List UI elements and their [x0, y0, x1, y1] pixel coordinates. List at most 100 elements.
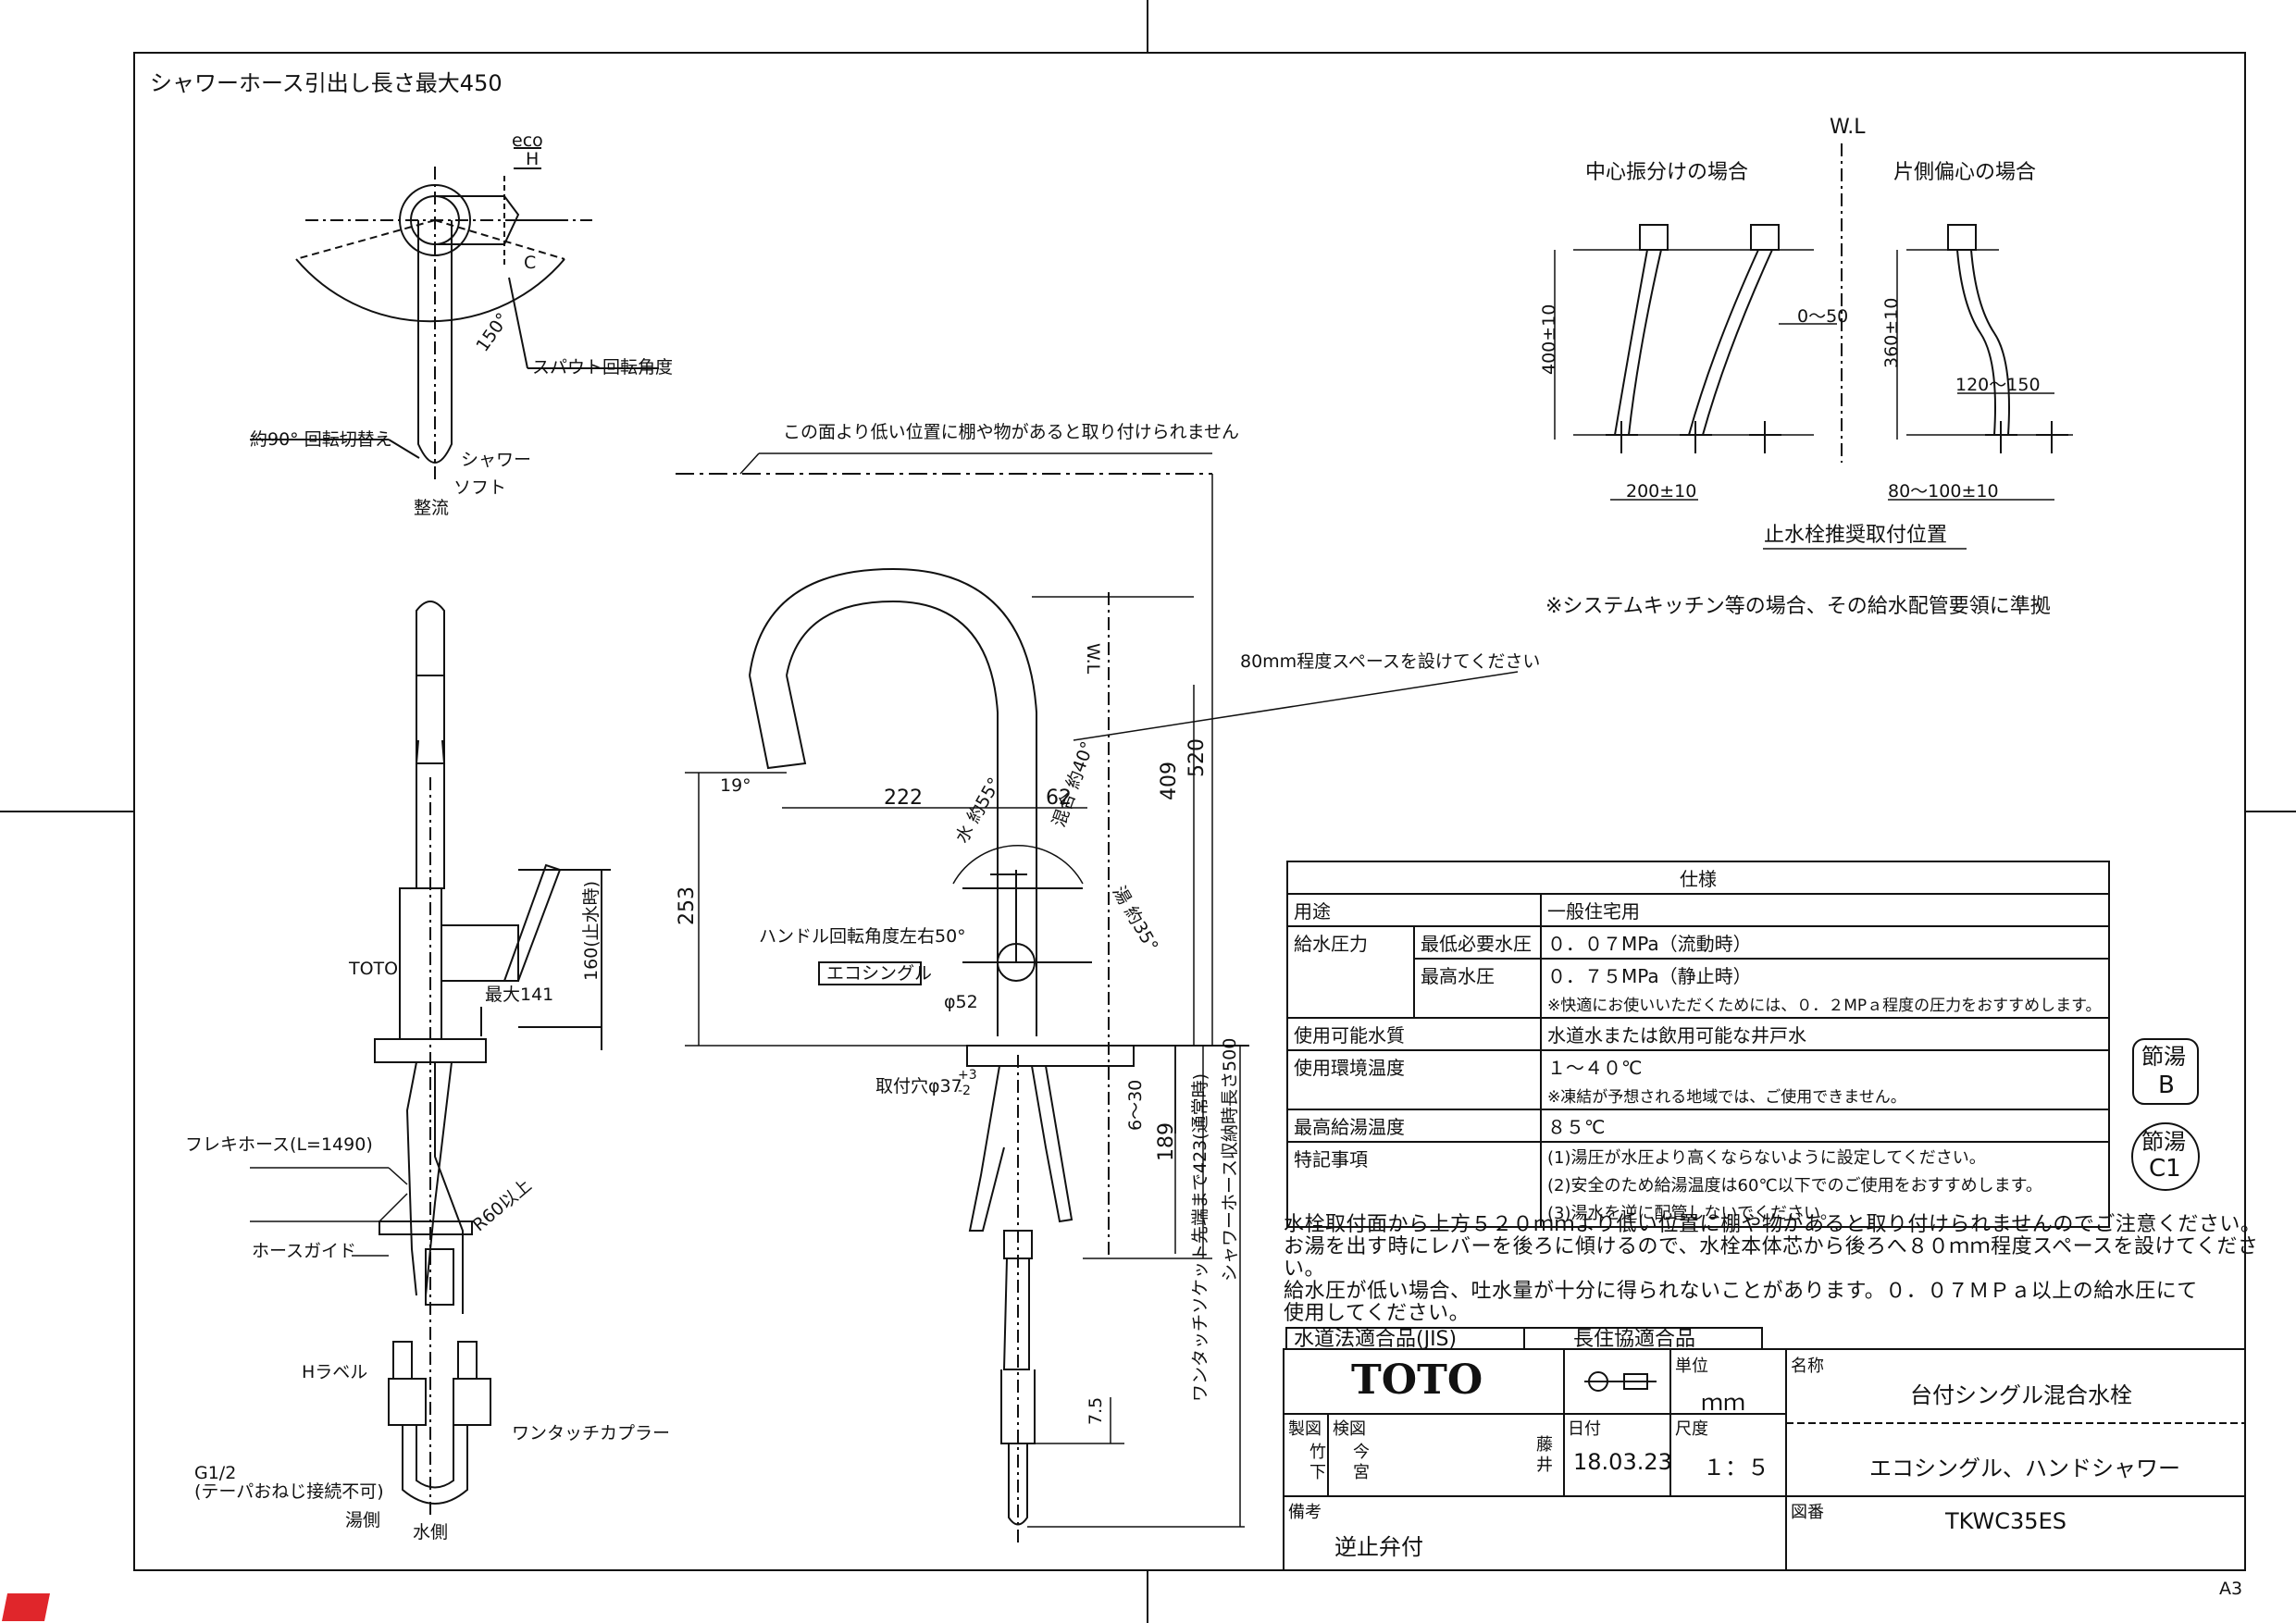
drawing-number: TKWC35ES	[1945, 1508, 2066, 1534]
hose-guide-label: ホースガイド	[252, 1241, 357, 1261]
toto-symbol-icon	[1584, 1371, 1657, 1392]
front-view	[250, 601, 611, 1518]
scale-value: １：５	[1703, 1455, 1769, 1481]
d189-label: 189	[1155, 1122, 1178, 1161]
spec-value: 一般住宅用	[1540, 893, 2110, 927]
hot-side-label: 湯側	[345, 1510, 381, 1530]
eco-label: eco	[512, 130, 543, 151]
storage-label: シャワーホース収納時長さ500	[1220, 1037, 1240, 1282]
wl-label-detail: W.L	[1830, 116, 1866, 139]
h360-label: 360±10	[1881, 297, 1902, 368]
checked-1: 今	[1353, 1443, 1370, 1462]
scale-label: 尺度	[1675, 1419, 1708, 1439]
plan-view	[250, 147, 659, 481]
h400-label: 400±10	[1539, 304, 1559, 375]
spec-label: 用途	[1286, 893, 1542, 927]
spec-table: 仕様 用途 一般住宅用 給水圧力 最低必要水圧 ０．０７MPa（流動時） 最高水…	[1286, 861, 2110, 1228]
install-caption: 止水栓推奨取付位置	[1764, 524, 1948, 547]
approved-2: 井	[1536, 1456, 1553, 1475]
soft-label: ソフト	[453, 477, 507, 498]
shelf-note: この面より低い位置に棚や物があると取り付けられません	[783, 422, 1240, 442]
d253-label: 253	[676, 886, 699, 925]
h160-label: 160(止水時)	[581, 880, 602, 981]
longlife-label: 長住協適合品	[1573, 1328, 1696, 1351]
handle-rotation-label: ハンドル回転角度左右50°	[759, 926, 966, 947]
install-note: ※システムキッチン等の場合、その給水配管要領に準拠	[1545, 595, 2051, 618]
spec-value: ８５℃	[1540, 1109, 2110, 1143]
d0-50-label: 0～50	[1797, 306, 1849, 327]
logo-mark	[2, 1593, 50, 1621]
product-subname: エコシングル、ハンドシャワー	[1869, 1456, 2180, 1481]
remarks-label: 備考	[1288, 1503, 1322, 1522]
side-view	[676, 452, 1519, 1545]
spec-label: 使用環境温度	[1286, 1049, 1542, 1110]
spec-label: 特記事項	[1286, 1141, 1542, 1228]
brand-logo: TOTO	[1351, 1357, 1483, 1404]
d62-label: 62	[1046, 787, 1072, 810]
c-label: C	[524, 253, 537, 273]
spec-sublabel: 最高水圧	[1413, 958, 1542, 1019]
spec-title: 仕様	[1286, 861, 2110, 895]
phi52-label: φ52	[944, 992, 978, 1012]
d6-30-label: 6～30	[1125, 1079, 1146, 1131]
d120-150-label: 120～150	[1955, 375, 2041, 395]
spec-line: (2)安全のため給湯温度は60℃以下でのご使用をおすすめします。	[1540, 1171, 2110, 1198]
spout-rotation-label: スパウト回転角度	[532, 357, 674, 378]
spec-value: １～４０℃	[1540, 1049, 2110, 1082]
h-label-tag: Hラベル	[302, 1362, 368, 1382]
spec-line: (3)湯水を逆に配管しないでください。	[1540, 1198, 2110, 1228]
date-label: 日付	[1568, 1419, 1601, 1439]
coupler-label: ワンタッチカプラー	[512, 1423, 671, 1443]
d409-label: 409	[1158, 762, 1181, 800]
water-side-label: 水側	[413, 1522, 449, 1542]
eco-single-box-frame	[818, 961, 922, 985]
d520-label: 520	[1185, 738, 1209, 777]
eco-single-box: エコシングル	[826, 963, 933, 984]
max141-label: 最大141	[485, 985, 554, 1005]
badge-b-top: 節湯	[2141, 1044, 2186, 1070]
jis-label: 水道法適合品(JIS)	[1294, 1328, 1458, 1351]
d222-label: 222	[884, 787, 923, 810]
spec-line: (1)湯圧が水圧より高くならないように設定してください。	[1540, 1141, 2110, 1171]
shower-label: シャワー	[461, 450, 532, 470]
checked-2: 宮	[1353, 1463, 1370, 1482]
badge-c1-top: 節湯	[2141, 1129, 2186, 1155]
mount-hole-label: 取付穴φ37	[875, 1076, 962, 1096]
badge-b-bottom: B	[2158, 1072, 2175, 1099]
install-notes: 水栓取付面から上方５２０ｍｍより低い位置に棚や物があると取り付けられませんのでご…	[1284, 1214, 2296, 1325]
title-block-lines	[1283, 1327, 2246, 1571]
taper-label: (テーパおねじ接続不可)	[194, 1481, 384, 1502]
toto-body-label: TOTO	[349, 959, 399, 979]
d80-100-label: 80～100±10	[1888, 481, 1999, 502]
badge-c1-bottom: C1	[2149, 1155, 2181, 1183]
d7-5-label: 7.5	[1086, 1396, 1106, 1425]
drawn-label: 製図	[1288, 1419, 1322, 1439]
switch-angle-label: 約90° 回転切替え	[250, 429, 392, 450]
date-value: 18.03.23	[1573, 1449, 1672, 1475]
angle19-label: 19°	[720, 775, 751, 796]
spec-note: ※快適にお使いいただくためには、０．２MPａ程度の圧力をおすすめします。	[1540, 990, 2110, 1019]
note-line: お湯を出す時にレバーを後ろに傾けるので、水栓本体芯から後ろへ８０ｍｍ程度スペース…	[1284, 1235, 2259, 1281]
tol-minus: -2	[958, 1084, 971, 1098]
center-label: 中心振分けの場合	[1585, 161, 1749, 184]
spec-label: 給水圧力	[1286, 925, 1415, 1019]
wl-label-side: W.L	[1083, 643, 1103, 675]
g12-label: G1/2	[194, 1463, 237, 1483]
d200-label: 200±10	[1626, 481, 1697, 502]
spec-value: 水道水または飲用可能な井戸水	[1540, 1017, 2110, 1051]
tol-plus: +3	[958, 1068, 977, 1083]
spec-sublabel: 最低必要水圧	[1413, 925, 1542, 960]
install-detail	[1554, 143, 2073, 550]
socket-label: ワンタッチソケット先端まで423(通常時)	[1190, 1072, 1210, 1402]
remarks-value: 逆止弁付	[1334, 1534, 1423, 1560]
note-line: 水栓取付面から上方５２０ｍｍより低い位置に棚や物があると取り付けられませんのでご…	[1284, 1213, 2262, 1236]
drawn-1: 竹	[1309, 1443, 1326, 1462]
spec-value: ０．０７MPa（流動時）	[1540, 925, 2110, 960]
h-label: H	[526, 149, 540, 169]
spec-note: ※凍結が予想される地域では、ご使用できません。	[1540, 1082, 2110, 1110]
note-line: 給水圧が低い場合、吐水量が十分に得られないことがあります。０．０７ＭＰａ以上の給…	[1284, 1280, 2198, 1303]
name-label: 名称	[1791, 1357, 1824, 1376]
badge-b-frame	[2132, 1038, 2199, 1105]
spec-label: 使用可能水質	[1286, 1017, 1542, 1051]
